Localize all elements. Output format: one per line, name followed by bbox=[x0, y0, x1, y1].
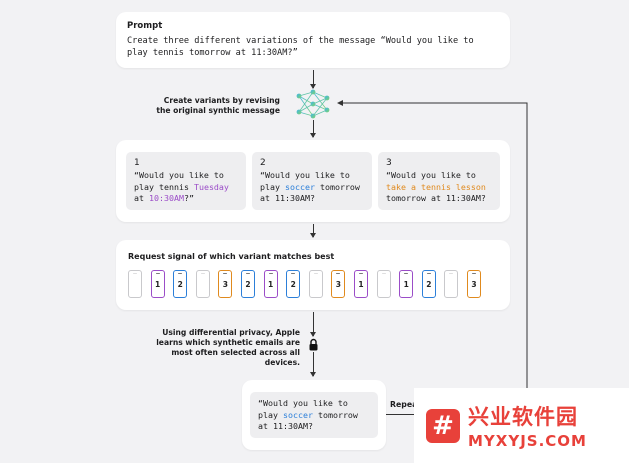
device-phone: 1 bbox=[354, 270, 368, 298]
device-phone bbox=[195, 270, 210, 298]
variant-highlight: soccer bbox=[282, 409, 313, 420]
variant-number: 1 bbox=[134, 158, 140, 168]
selected-variant-text: “Would you like to play soccer tomorrow … bbox=[258, 398, 358, 431]
privacy-label: Using differential privacy, Apple learns… bbox=[156, 328, 300, 367]
watermark-text: 兴业软件园 MYXYJS.COM bbox=[468, 401, 587, 450]
variant-text: “Would you like to play soccer tomorrow … bbox=[260, 170, 360, 203]
device-phone: 3 bbox=[467, 270, 481, 298]
watermark: # 兴业软件园 MYXYJS.COM bbox=[414, 388, 629, 463]
variant-number: 3 bbox=[386, 158, 392, 168]
device-phone: 1 bbox=[263, 270, 278, 298]
variants-card: 1 “Would you like to play tennis Tuesday… bbox=[116, 140, 510, 222]
device-phone bbox=[444, 270, 459, 298]
device-phone: 3 bbox=[218, 270, 233, 298]
watermark-logo: # bbox=[426, 408, 460, 443]
result-card: “Would you like to play soccer tomorrow … bbox=[242, 380, 386, 450]
watermark-en: MYXYJS.COM bbox=[468, 432, 587, 450]
arrow-signal-to-privacy bbox=[310, 312, 316, 337]
device-phone: 3 bbox=[331, 270, 346, 298]
signal-label: Request signal of which variant matches … bbox=[128, 252, 335, 261]
repeat-connector bbox=[386, 414, 416, 415]
prompt-card: Prompt Create three different variations… bbox=[116, 12, 510, 68]
variant-text: “Would you like to play tennis Tuesday a… bbox=[134, 170, 229, 203]
variant-highlight: 10:30AM bbox=[149, 193, 184, 203]
variants-step-label: Create variants by revising the original… bbox=[156, 96, 280, 115]
device-phone: 1 bbox=[399, 270, 414, 298]
prompt-title: Prompt bbox=[127, 21, 163, 31]
device-phone: 2 bbox=[421, 270, 436, 298]
watermark-cn: 兴业软件园 bbox=[468, 405, 578, 429]
device-phone: 2 bbox=[241, 270, 255, 298]
neural-network-icon bbox=[296, 89, 330, 119]
device-phone: 2 bbox=[173, 270, 188, 298]
variant-highlight: take a tennis lesson bbox=[386, 181, 486, 192]
device-phone bbox=[376, 270, 391, 298]
device-phone: 1 bbox=[150, 270, 165, 298]
variant-3: 3 “Would you like to take a tennis lesso… bbox=[378, 152, 500, 210]
variant-2: 2 “Would you like to play soccer tomorro… bbox=[252, 152, 372, 210]
variant-highlight: Tuesday bbox=[193, 181, 229, 192]
device-phone bbox=[308, 270, 323, 298]
repeat-label: Repea bbox=[390, 400, 418, 409]
arrow-model-to-variants bbox=[310, 120, 316, 138]
variant-text: “Would you like to take a tennis lesson … bbox=[386, 170, 486, 203]
arrow-prompt-to-model bbox=[310, 70, 316, 89]
arrow-variants-to-signal bbox=[310, 224, 316, 238]
variant-highlight: soccer bbox=[284, 181, 315, 192]
arrow-privacy-to-result bbox=[310, 352, 316, 377]
prompt-text: Create three different variations of the… bbox=[127, 36, 474, 58]
variant-number: 2 bbox=[260, 158, 266, 168]
device-phone bbox=[128, 270, 142, 298]
lock-icon bbox=[309, 338, 318, 351]
selected-variant: “Would you like to play soccer tomorrow … bbox=[250, 392, 378, 438]
device-phone: 2 bbox=[286, 270, 301, 298]
variant-1: 1 “Would you like to play tennis Tuesday… bbox=[126, 152, 246, 210]
